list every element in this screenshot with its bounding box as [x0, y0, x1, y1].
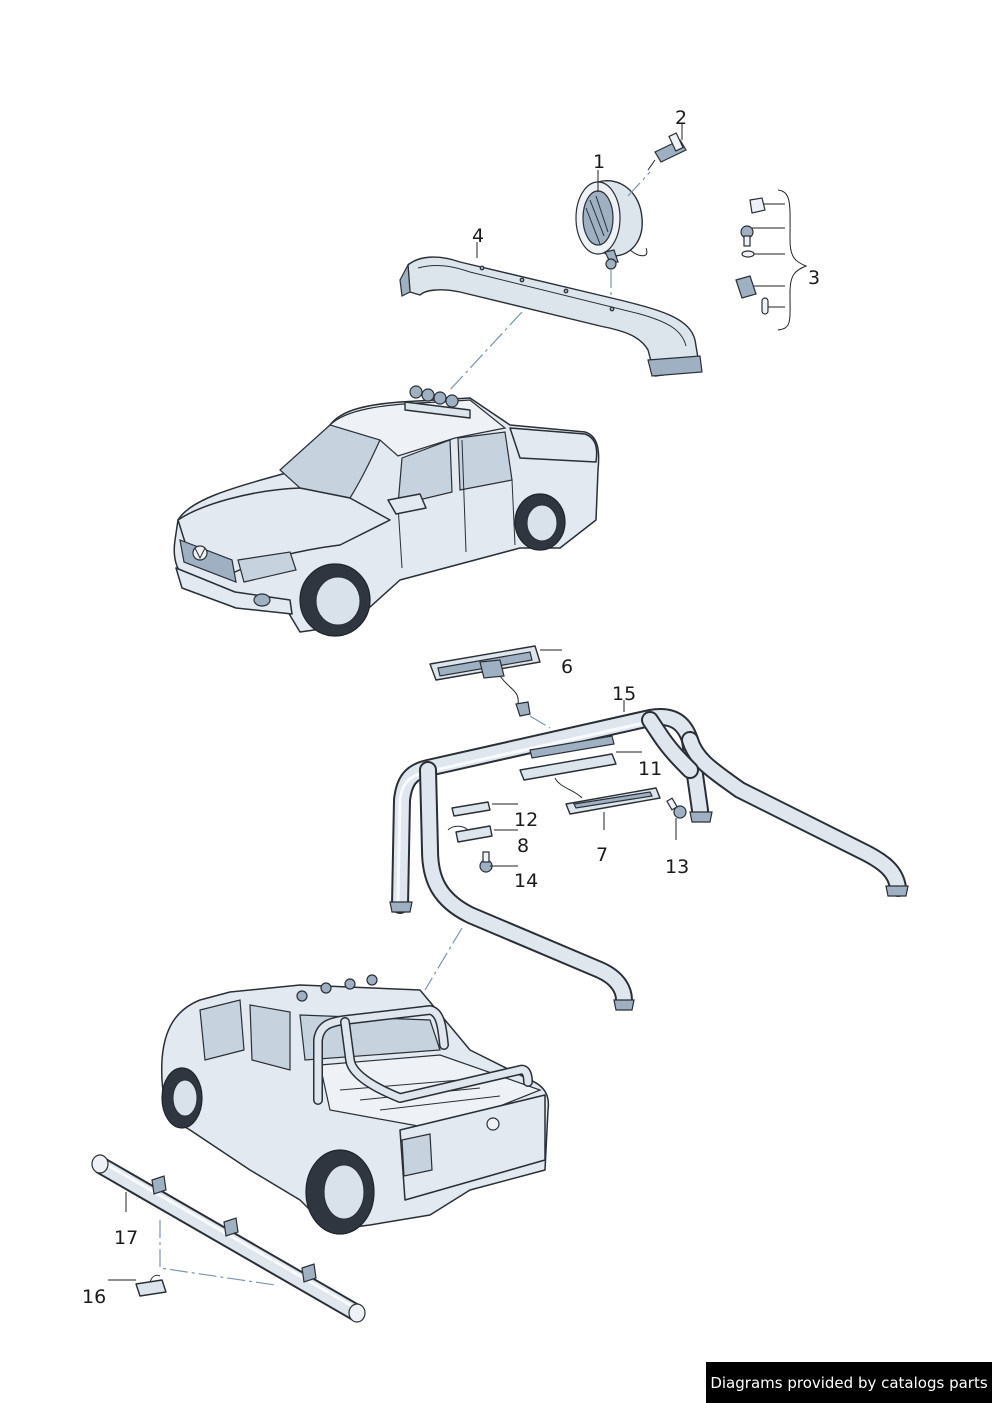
part-16-bracket[interactable]	[135, 1274, 167, 1297]
callout-leaders	[108, 124, 683, 1281]
attribution-text: Diagrams provided by catalogs parts	[710, 1373, 988, 1392]
pickup-truck-rear-illustration	[160, 974, 550, 1235]
part-17-side-tube[interactable]	[91, 1154, 366, 1323]
part-14-screw[interactable]	[479, 851, 493, 873]
callout-8: 8	[517, 835, 529, 857]
callout-1: 1	[593, 151, 605, 173]
callout-17: 17	[114, 1227, 138, 1249]
callout-4: 4	[472, 225, 484, 247]
callout-labels: 1 2 3 4 6 15 11 12 8 7 13 14 17 16	[82, 107, 820, 1308]
part-12-lens[interactable]	[451, 801, 491, 817]
callout-12: 12	[514, 809, 538, 831]
callout-7: 7	[596, 844, 608, 866]
pickup-truck-front-illustration	[173, 385, 600, 637]
callout-16: 16	[82, 1286, 106, 1308]
callout-2: 2	[675, 107, 687, 129]
part-8-bracket[interactable]	[447, 825, 493, 843]
roof-spotlights	[404, 385, 471, 419]
callout-15: 15	[612, 683, 636, 705]
part-6-brake-light[interactable]	[429, 645, 551, 729]
part-1-spotlight[interactable]	[575, 171, 651, 305]
part-3-fastener-set[interactable]	[735, 189, 808, 331]
callout-13: 13	[665, 856, 689, 878]
callout-3: 3	[808, 267, 820, 289]
part-4-light-bar[interactable]	[399, 256, 703, 393]
part-15-roll-bar[interactable]	[389, 708, 909, 1011]
callout-14: 14	[514, 870, 538, 892]
part-13-screw[interactable]	[666, 797, 687, 819]
part-11-light-housing[interactable]	[519, 753, 617, 799]
part-7-light-cover[interactable]	[565, 787, 661, 815]
attribution-badge: Diagrams provided by catalogs parts	[706, 1362, 992, 1403]
callout-6: 6	[561, 656, 573, 678]
part-2-bulb[interactable]	[647, 132, 687, 171]
callout-11: 11	[638, 758, 662, 780]
